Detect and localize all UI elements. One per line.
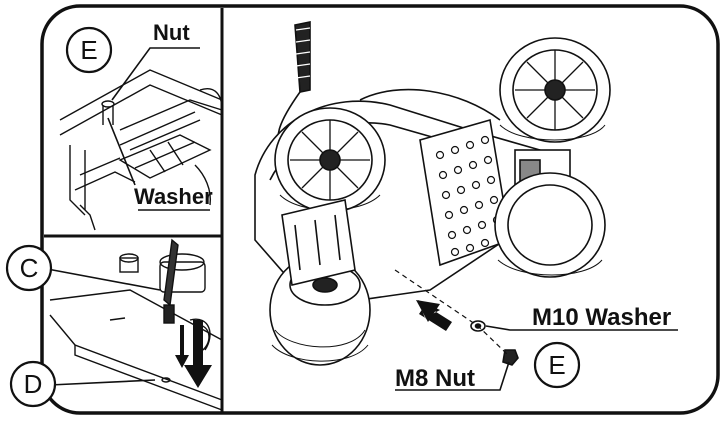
- down-arrow-large-icon: [184, 320, 212, 388]
- washer-label: Washer: [134, 184, 213, 209]
- callout-circle-e-main: [533, 341, 581, 389]
- callout-d: D: [24, 369, 43, 399]
- inset-bottom-left: [41, 238, 223, 411]
- insert-arrowhead-icon: [416, 300, 440, 322]
- callout-e-top: E: [80, 35, 97, 65]
- m8-nut-label: M8 Nut: [395, 365, 475, 392]
- outer-frame: [40, 4, 720, 415]
- vehicle-illustration: [254, 21, 678, 391]
- callout-circle-c: [5, 244, 53, 292]
- callout-circle-d: [9, 360, 57, 408]
- callout-e-main: E: [548, 350, 565, 380]
- callout-circle-e-top: [65, 26, 113, 74]
- insert-arrow-icon: [418, 300, 452, 331]
- nut-label: Nut: [153, 20, 190, 45]
- m10-washer-label: M10 Washer: [532, 304, 671, 331]
- inset-top-left: [59, 47, 223, 231]
- down-arrow-small-icon: [175, 325, 189, 368]
- callout-c: C: [20, 253, 39, 283]
